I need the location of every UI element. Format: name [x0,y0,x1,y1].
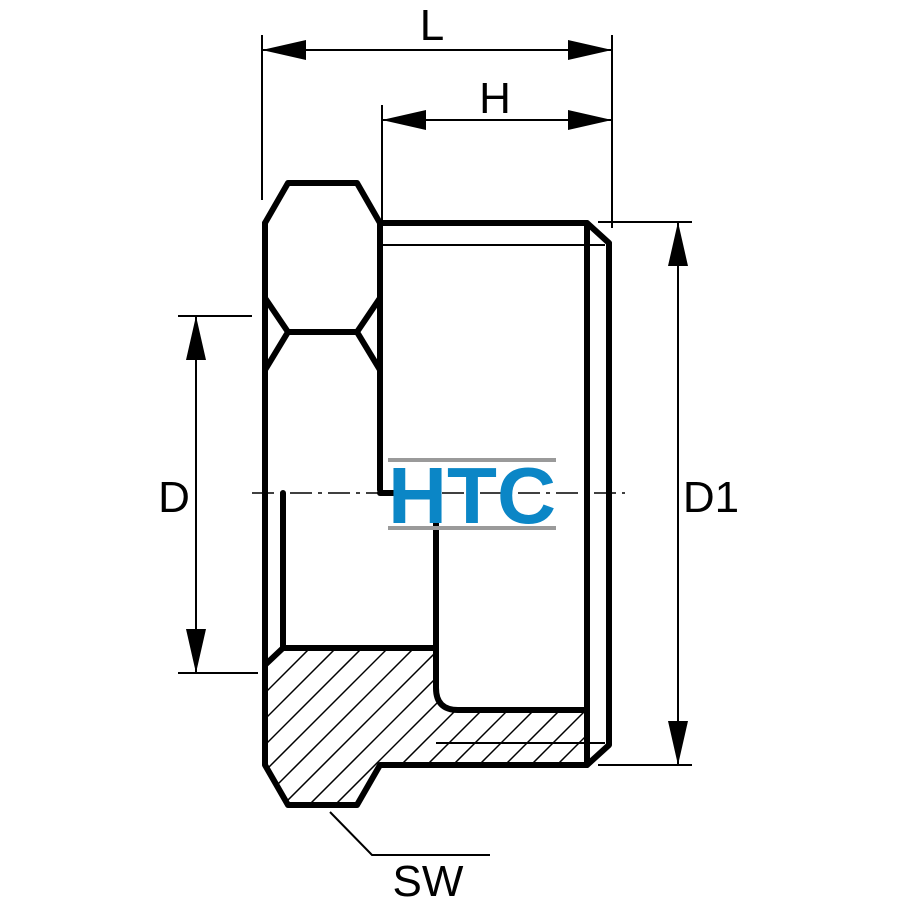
arrow-right-icon [568,110,612,130]
dimension-D1: D1 [598,221,739,766]
label-D: D [158,473,190,522]
arrow-right-icon [568,40,612,60]
hatch-line [265,648,423,805]
hatch-line [371,648,553,805]
section-top-line [262,645,286,668]
leader-SW: SW [329,811,490,900]
section-hatch [60,640,587,820]
hatch-line [265,648,319,805]
hex-left-edge [262,220,612,808]
hatch-line [423,648,587,805]
label-D1: D1 [683,473,739,522]
hatch-line [475,648,587,805]
hatch-line [265,648,371,805]
hatch-line [501,648,587,805]
dimension-D: D [158,315,258,674]
arrow-up-icon [186,316,206,360]
logo-bar-top [388,458,556,462]
hex-facet-bottom [262,329,383,373]
label-L: L [420,1,444,50]
label-SW: SW [393,857,464,900]
dimension-L: L [261,1,613,228]
arrow-up-icon [668,222,688,266]
htc-logo: HTC [388,451,556,540]
arrow-left-icon [262,40,306,60]
logo-bar-bottom [388,526,556,530]
arrow-down-icon [186,629,206,673]
hatch-line [265,648,267,805]
hatch-line [319,648,501,805]
dimension-H: H [381,74,612,220]
arrow-left-icon [382,110,426,130]
hex-outer-contour [262,180,383,493]
part-outline [262,180,612,808]
hatch-line [397,648,579,805]
hatch-line [267,648,449,805]
label-H: H [479,74,511,123]
arrow-down-icon [668,721,688,765]
leader-line-sw [329,811,490,856]
bore-contour [280,490,590,713]
hatch-line [265,648,397,805]
hex-facet-top [262,295,383,335]
hatch-line [293,648,475,805]
hatch-line [60,640,240,820]
logo-text: HTC [388,451,556,540]
hatch-line [265,648,345,805]
hatch-line [449,648,587,805]
hatch-line [553,648,587,805]
